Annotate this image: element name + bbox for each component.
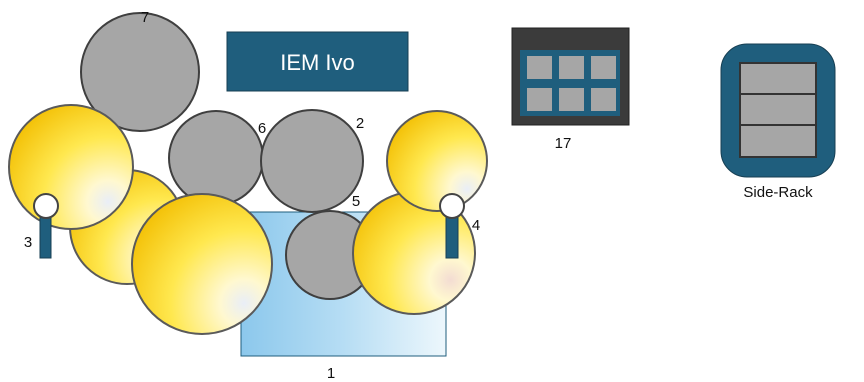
handle-4[interactable]	[439, 193, 465, 259]
handle-3[interactable]	[33, 193, 59, 259]
yellow-roller-left-top	[8, 104, 134, 230]
title-text: IEM Ivo	[280, 50, 355, 75]
roller-6	[168, 110, 264, 206]
label-6: 6	[258, 120, 266, 137]
label-2: 2	[356, 115, 364, 132]
yellow-roller-large	[131, 193, 273, 335]
roller-7	[80, 12, 200, 132]
title-box	[226, 31, 409, 92]
label-7: 7	[141, 9, 149, 26]
roller-2	[260, 109, 364, 213]
side-rack	[720, 43, 836, 178]
label-3: 3	[24, 234, 32, 251]
label-4: 4	[472, 217, 480, 234]
label-1: 1	[327, 365, 335, 382]
label-5: 5	[352, 193, 360, 210]
label-side-rack: Side-Rack	[743, 184, 813, 201]
label-17: 17	[555, 135, 572, 152]
yellow-roller-right-top	[386, 110, 488, 212]
tray-17	[511, 27, 630, 126]
